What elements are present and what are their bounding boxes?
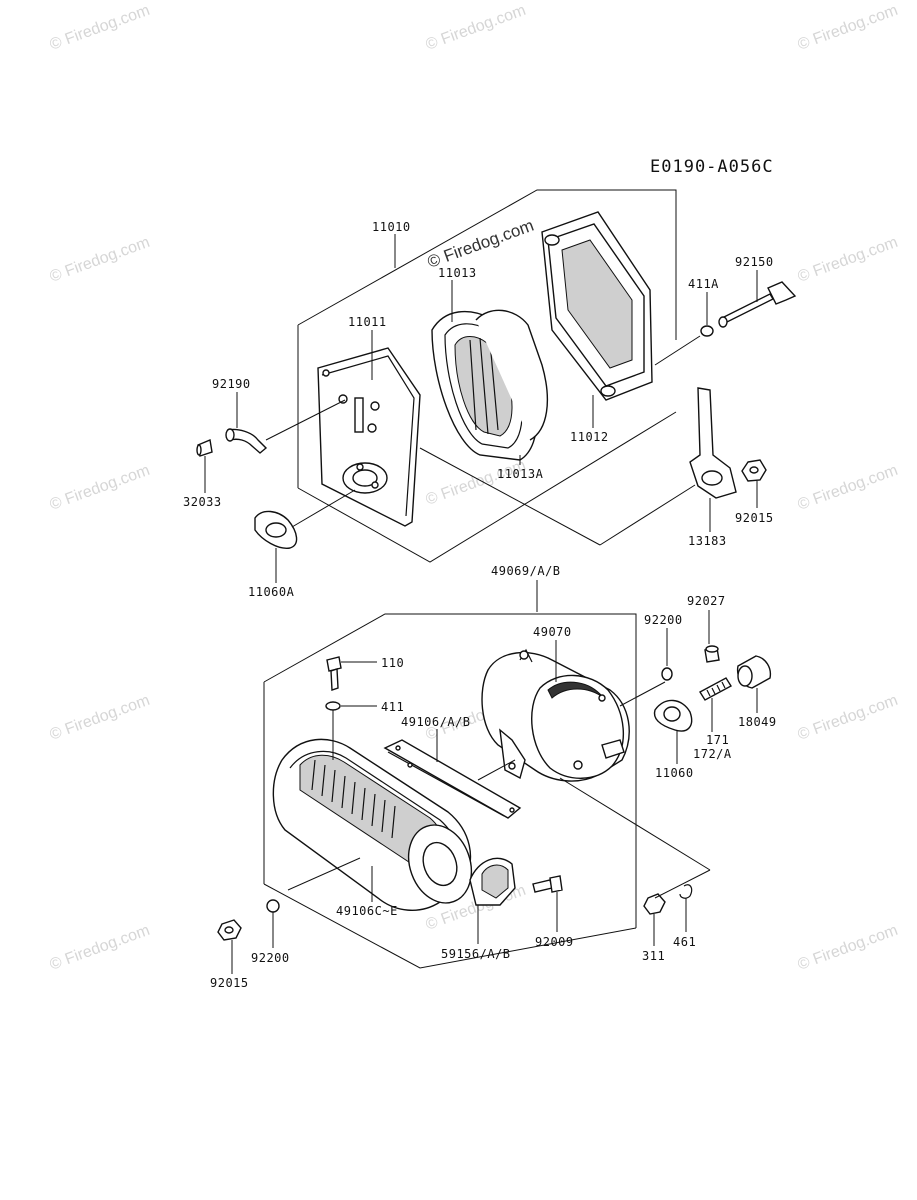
watermark: © Firedog.com xyxy=(796,692,901,744)
muffler-body-icon xyxy=(481,648,630,782)
wing-bolt-92150-icon xyxy=(718,281,797,328)
clip-32033-icon xyxy=(196,439,213,457)
label-59156: 59156/A/B xyxy=(441,947,511,961)
watermark: © Firedog.com xyxy=(48,234,153,286)
label-11011: 11011 xyxy=(348,315,387,329)
spark-arrester-18049-icon xyxy=(736,655,772,689)
group-outline-bottom xyxy=(297,411,677,563)
watermark: © Firedog.com xyxy=(48,2,153,54)
label-92027: 92027 xyxy=(687,594,726,608)
label-49106ab: 49106/A/B xyxy=(401,715,471,729)
label-92200-left: 92200 xyxy=(251,951,290,965)
diagram-code: E0190-A056C xyxy=(650,157,774,177)
label-11013: 11013 xyxy=(438,266,477,280)
breather-hose-icon xyxy=(225,428,268,454)
label-49070: 49070 xyxy=(533,625,572,639)
air-filter-element-icon xyxy=(431,309,548,461)
air-cleaner-base-icon xyxy=(317,347,421,527)
watermark: © Firedog.com xyxy=(796,462,901,514)
label-92015-bottom: 92015 xyxy=(210,976,249,990)
label-461: 461 xyxy=(673,935,696,949)
gasket-11060a-icon xyxy=(254,510,298,549)
label-49069: 49069/A/B xyxy=(491,564,561,578)
assembly-line xyxy=(619,681,666,707)
label-13183: 13183 xyxy=(688,534,727,548)
label-11060a: 11060A xyxy=(248,585,295,599)
watermark: © Firedog.com xyxy=(424,2,529,54)
label-11013a: 11013A xyxy=(497,467,544,481)
assembly-line xyxy=(599,484,696,546)
label-92150: 92150 xyxy=(735,255,774,269)
washer-411-icon xyxy=(325,701,341,711)
label-311: 311 xyxy=(642,949,665,963)
group-outline-muffler xyxy=(263,613,637,928)
circlip-461-icon xyxy=(679,884,693,899)
guard-59156-icon xyxy=(469,857,516,906)
label-92009: 92009 xyxy=(535,935,574,949)
washer-411a-icon xyxy=(700,325,714,337)
label-18049: 18049 xyxy=(738,715,777,729)
nut-92015-bottom-icon xyxy=(217,919,242,941)
label-110: 110 xyxy=(381,656,404,670)
assembly-line xyxy=(291,489,356,528)
label-11060: 11060 xyxy=(655,766,694,780)
gasket-92200-right-icon xyxy=(661,667,673,681)
washer-92200-left-icon xyxy=(266,899,280,913)
assembly-line xyxy=(654,869,711,899)
label-171: 171 xyxy=(706,733,729,747)
nut-311-icon xyxy=(643,893,666,915)
watermark: © Firedog.com xyxy=(796,2,901,54)
pipe-171-icon xyxy=(699,677,732,701)
label-32033: 32033 xyxy=(183,495,222,509)
assembly-line xyxy=(654,335,701,366)
label-172a: 172/A xyxy=(693,747,732,761)
nut-92015-icon xyxy=(741,459,767,482)
air-cleaner-group xyxy=(196,189,797,583)
part-labels: 11010 11013 11011 92150 411A 92190 11012… xyxy=(183,220,777,990)
label-92200-right: 92200 xyxy=(644,613,683,627)
watermark: © Firedog.com xyxy=(796,922,901,974)
watermark: © Firedog.com xyxy=(424,457,529,509)
air-cleaner-cover-icon xyxy=(541,211,653,401)
label-11010: 11010 xyxy=(372,220,411,234)
assembly-line xyxy=(265,399,346,441)
watermark: © Firedog.com xyxy=(796,234,901,286)
watermark: © Firedog.com xyxy=(48,692,153,744)
bolt-110-icon xyxy=(326,656,342,691)
muffler-group xyxy=(217,580,772,974)
watermark: © Firedog.com xyxy=(48,922,153,974)
assembly-line xyxy=(287,857,361,891)
watermark-layer: © Firedog.com © Firedog.com © Firedog.co… xyxy=(48,2,901,974)
group-outline-bottom xyxy=(263,883,637,969)
label-411a: 411A xyxy=(688,277,719,291)
assembly-line xyxy=(419,447,601,546)
muffler-cover-icon xyxy=(272,738,473,911)
watermark: © Firedog.com xyxy=(48,462,153,514)
mounting-plate-icon xyxy=(383,739,522,819)
label-49106ce: 49106C~E xyxy=(336,904,398,918)
assembly-line xyxy=(477,759,516,781)
label-92190: 92190 xyxy=(212,377,251,391)
label-92015-top: 92015 xyxy=(735,511,774,525)
bolt-92009-icon xyxy=(532,875,563,893)
label-11012: 11012 xyxy=(570,430,609,444)
group-outline-air-cleaner xyxy=(297,189,677,340)
bracket-13183-icon xyxy=(689,387,737,499)
cap-92027-icon xyxy=(704,645,720,663)
gasket-11060-icon xyxy=(653,699,693,732)
label-411: 411 xyxy=(381,700,404,714)
cover-slots xyxy=(311,759,396,839)
assembly-line xyxy=(559,777,711,871)
